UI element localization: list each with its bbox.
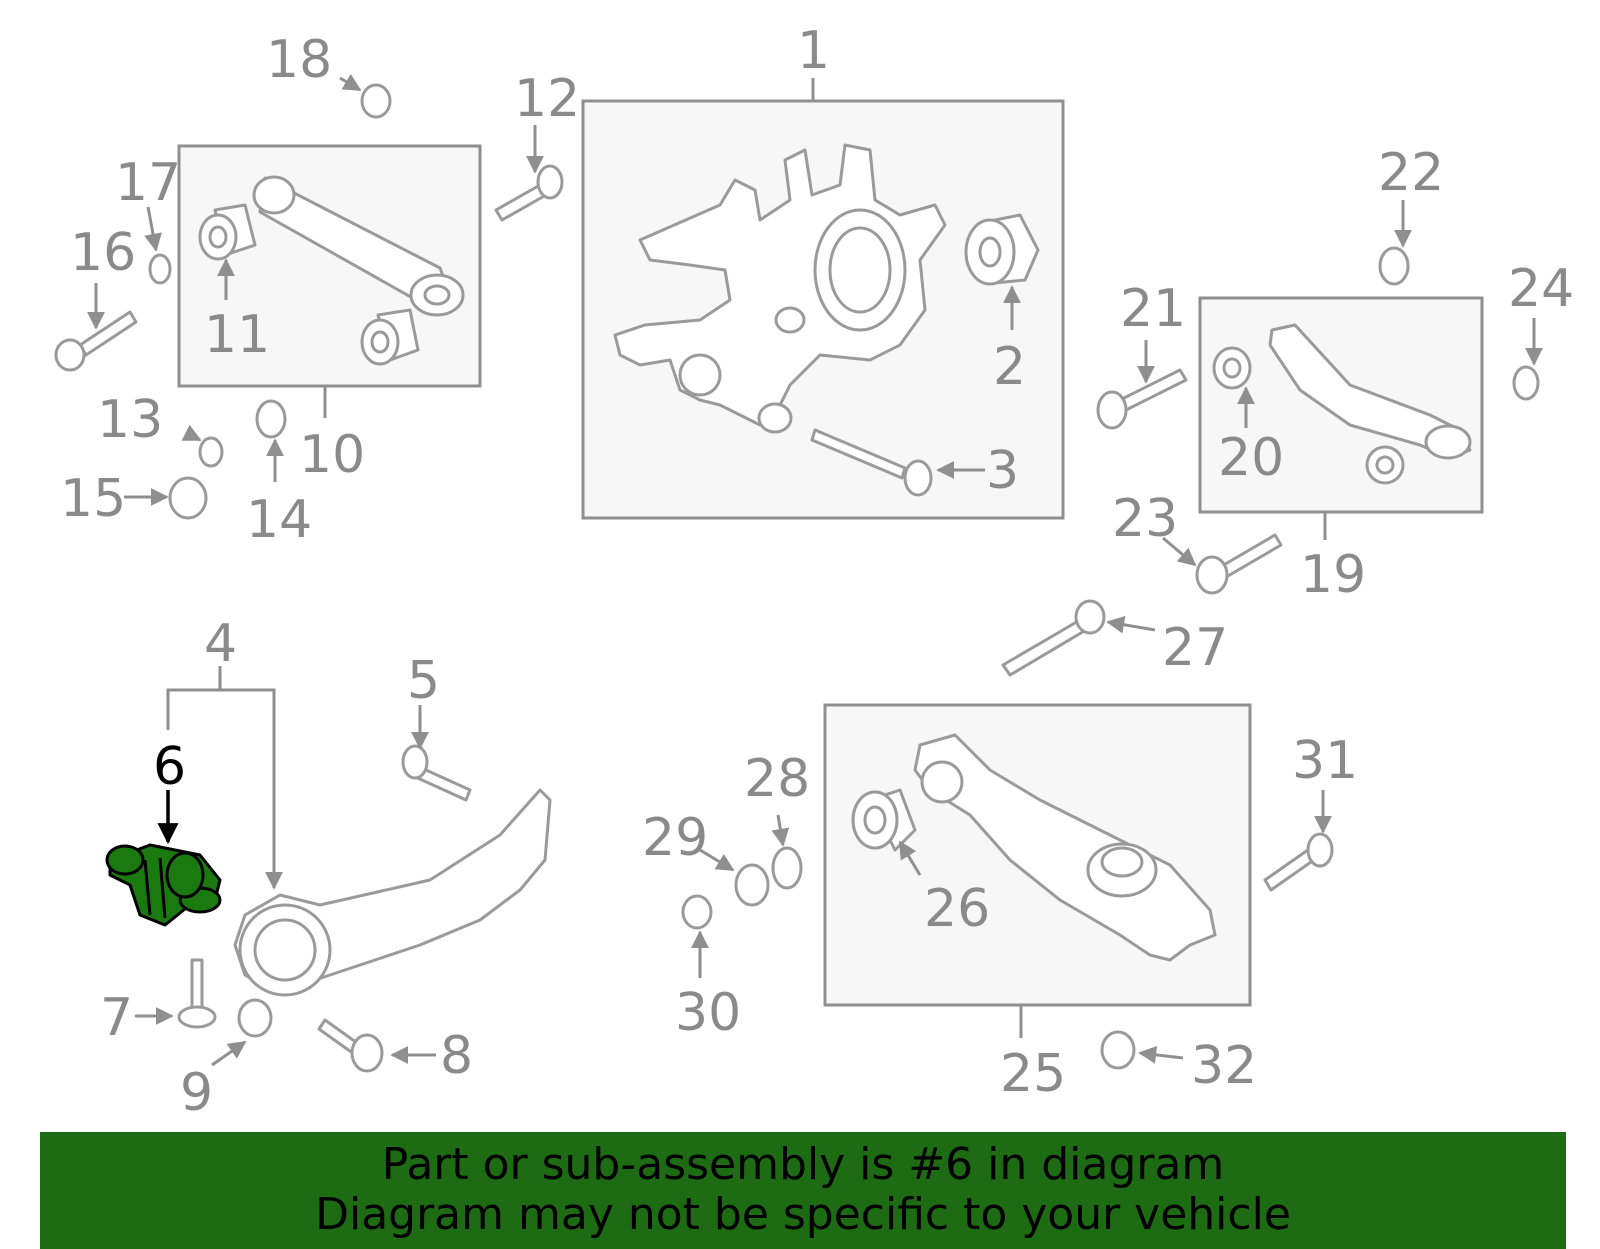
callout-16[interactable]: 16 bbox=[70, 223, 136, 283]
callout-26[interactable]: 26 bbox=[924, 879, 990, 939]
callout-29[interactable]: 29 bbox=[642, 808, 708, 868]
callout-21[interactable]: 21 bbox=[1120, 279, 1186, 339]
leader-4b bbox=[220, 688, 283, 890]
banner-line-2: Diagram may not be specific to your vehi… bbox=[315, 1189, 1291, 1240]
callout-32[interactable]: 32 bbox=[1191, 1036, 1257, 1096]
hardware-parts bbox=[54, 83, 1540, 1073]
callout-17[interactable]: 17 bbox=[115, 153, 181, 213]
banner-line-1: Part or sub-assembly is #6 in diagram bbox=[381, 1139, 1225, 1190]
callout-7[interactable]: 7 bbox=[100, 988, 133, 1048]
callout-4[interactable]: 4 bbox=[204, 614, 237, 674]
callout-10[interactable]: 10 bbox=[299, 425, 365, 485]
callout-20[interactable]: 20 bbox=[1218, 428, 1284, 488]
arm-19-part bbox=[1268, 323, 1472, 460]
bolt-3-part bbox=[810, 428, 933, 497]
callout-1[interactable]: 1 bbox=[797, 21, 830, 81]
callout-18[interactable]: 18 bbox=[266, 30, 332, 90]
callout-14[interactable]: 14 bbox=[246, 490, 312, 550]
callout-28[interactable]: 28 bbox=[744, 749, 810, 809]
callout-22[interactable]: 22 bbox=[1378, 143, 1444, 203]
knuckle-part bbox=[613, 143, 947, 434]
upper-arm-part bbox=[252, 175, 465, 317]
callout-3[interactable]: 3 bbox=[986, 441, 1019, 501]
highlighted-bushing-6[interactable] bbox=[105, 843, 222, 927]
info-banner: Part or sub-assembly is #6 in diagram Di… bbox=[40, 1132, 1566, 1249]
callout-30[interactable]: 30 bbox=[675, 983, 741, 1043]
callout-6[interactable]: 6 bbox=[153, 737, 186, 797]
bushing-26-part bbox=[851, 788, 917, 852]
callout-13[interactable]: 13 bbox=[97, 390, 163, 450]
callout-31[interactable]: 31 bbox=[1292, 731, 1358, 791]
callout-11[interactable]: 11 bbox=[204, 305, 270, 365]
callout-15[interactable]: 15 bbox=[60, 469, 126, 529]
callout-2[interactable]: 2 bbox=[993, 337, 1026, 397]
callout-27[interactable]: 27 bbox=[1162, 618, 1228, 678]
callout-23[interactable]: 23 bbox=[1112, 489, 1178, 549]
callout-labels: 1 2 3 4 5 6 7 8 9 10 11 12 13 14 15 16 1… bbox=[60, 21, 1574, 1123]
callout-24[interactable]: 24 bbox=[1508, 259, 1574, 319]
callout-8[interactable]: 8 bbox=[440, 1026, 473, 1086]
arrows bbox=[87, 73, 1543, 1067]
leader-4 bbox=[166, 666, 222, 730]
bushing-19-lower-part bbox=[1365, 445, 1405, 485]
callout-5[interactable]: 5 bbox=[407, 651, 440, 711]
callout-19[interactable]: 19 bbox=[1300, 545, 1366, 605]
bushing-20-part bbox=[1212, 346, 1252, 390]
lower-arm-25-part bbox=[913, 733, 1217, 962]
trailing-arm-4-part bbox=[233, 788, 552, 997]
callout-9[interactable]: 9 bbox=[180, 1063, 213, 1123]
callout-12[interactable]: 12 bbox=[514, 69, 580, 129]
bushing-2-part bbox=[964, 213, 1040, 286]
bushing-upper-arm-part bbox=[360, 308, 420, 366]
callout-25[interactable]: 25 bbox=[1000, 1044, 1066, 1104]
